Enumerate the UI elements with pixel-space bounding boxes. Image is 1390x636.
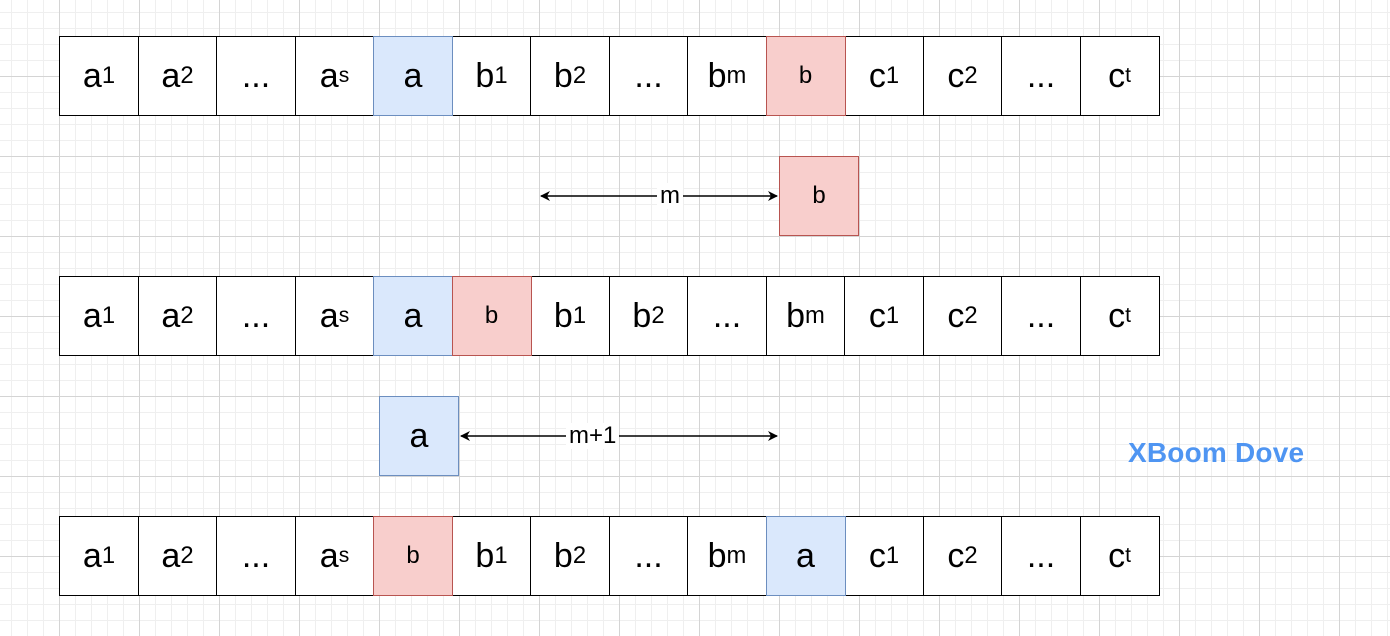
sequence-cell: ... (1001, 36, 1081, 116)
cell-label: b (632, 296, 652, 335)
sequence-cell: ... (608, 516, 689, 596)
cell-label: b (406, 542, 420, 569)
cell-label: a (319, 536, 339, 575)
a-highlight-cell: a (373, 36, 453, 116)
a-highlight-cell: a (765, 516, 846, 596)
b-highlight-cell: b (451, 276, 532, 356)
cell-label: b (553, 56, 573, 95)
cell-label: ... (1026, 296, 1056, 335)
cell-label: c (1108, 56, 1126, 95)
cell-label: a (403, 56, 423, 95)
cell-label: b (707, 56, 727, 95)
cell-label: a (82, 296, 102, 335)
cell-label: b (798, 62, 813, 89)
cell-label: a (161, 536, 181, 575)
cell-label: b (475, 56, 495, 95)
cell-label: ... (241, 296, 271, 335)
cell-label: ... (1026, 536, 1056, 575)
cell-label: a (403, 296, 423, 335)
sequence-cell: ... (608, 36, 689, 116)
cell-label: a (319, 296, 339, 335)
floating-b-block: b (779, 156, 859, 236)
cell-label: ... (241, 536, 271, 575)
sequence-cell: ... (1001, 516, 1081, 596)
cell-label: a (161, 296, 181, 335)
floating-a-block: a (379, 396, 459, 476)
cell-label: b (553, 536, 573, 575)
sequence-cell: ... (216, 36, 296, 116)
arrow-m-label: m (657, 183, 683, 209)
sequence-cell: ... (687, 276, 767, 356)
cell-label: a (161, 56, 181, 95)
cell-label: a (796, 536, 815, 575)
cell-label: a (319, 56, 339, 95)
cell-label: c (1108, 536, 1126, 575)
floating-b-label: b (812, 182, 826, 209)
cell-label: c (947, 296, 965, 335)
cell-label: c (868, 56, 886, 95)
cell-label: a (82, 56, 102, 95)
watermark-text: XBoom Dove (1128, 437, 1305, 468)
cell-label: b (475, 536, 495, 575)
cell-label: c (868, 536, 886, 575)
cell-label: a (82, 536, 102, 575)
b-highlight-cell: b (765, 36, 846, 116)
cell-label: b (484, 302, 499, 329)
floating-a-label: a (409, 416, 429, 455)
cell-label: ... (712, 296, 742, 335)
cell-label: c (868, 296, 886, 335)
cell-label: ... (1026, 56, 1056, 95)
cell-label: b (786, 296, 806, 335)
cell-label: b (553, 296, 573, 335)
arrow-m1-label: m+1 (566, 423, 620, 449)
b-highlight-cell: b (373, 516, 453, 596)
cell-label: ... (241, 56, 271, 95)
cell-label: c (947, 56, 965, 95)
sequence-cell: ... (1001, 276, 1081, 356)
a-highlight-cell: a (373, 276, 453, 356)
sequence-cell: ... (216, 516, 296, 596)
cell-label: c (1108, 296, 1126, 335)
cell-label: b (707, 536, 727, 575)
cell-label: c (947, 536, 965, 575)
cell-label: ... (634, 536, 663, 575)
cell-label: ... (634, 56, 663, 95)
